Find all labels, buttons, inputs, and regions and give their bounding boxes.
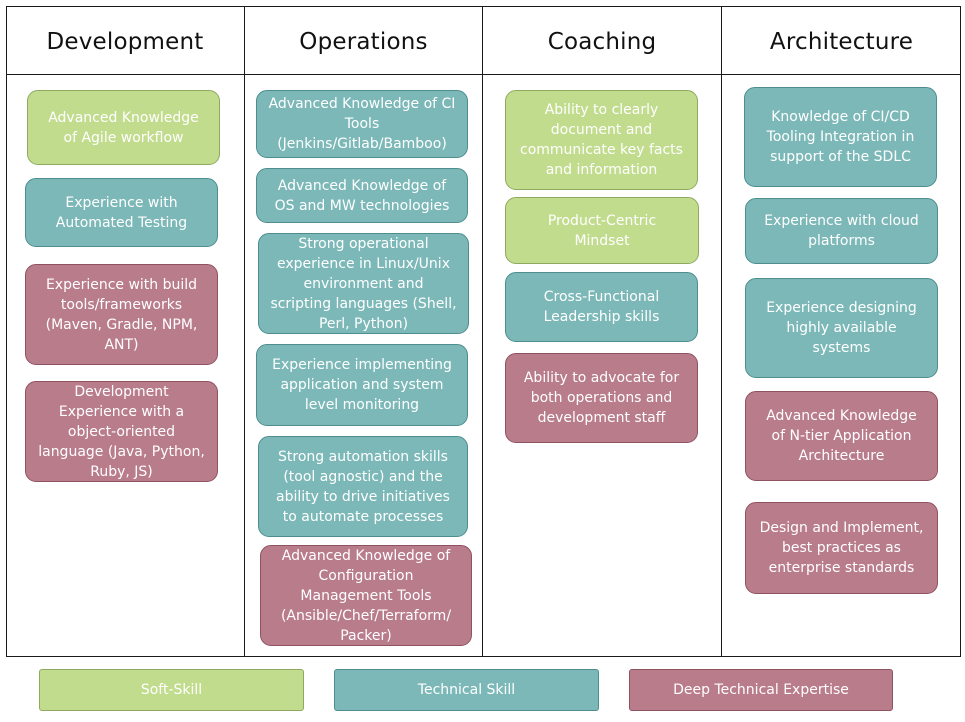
- column-header-operations: Operations: [299, 29, 428, 55]
- skill-card: Cross-Functional Leadership skills: [505, 272, 698, 342]
- skill-card: Advanced Knowledge of CI Tools (Jenkins/…: [256, 90, 468, 158]
- column-divider: [721, 6, 722, 657]
- skill-card: Ability to advocate for both operations …: [505, 353, 698, 443]
- column-header-development: Development: [46, 29, 204, 55]
- skill-card: Advanced Knowledge of N-tier Application…: [745, 391, 938, 481]
- skill-card: Design and Implement, best practices as …: [745, 502, 938, 594]
- skill-card: Ability to clearly document and communic…: [505, 90, 698, 190]
- skill-card: Advanced Knowledge of OS and MW technolo…: [256, 168, 468, 223]
- skill-card: Product-Centric Mindset: [505, 197, 699, 264]
- column-header-architecture: Architecture: [769, 29, 914, 55]
- legend-technical-skill: Technical Skill: [334, 669, 599, 711]
- skill-card: Experience with cloud platforms: [745, 198, 938, 264]
- legend-soft-skill: Soft-Skill: [39, 669, 304, 711]
- skill-card: Experience with Automated Testing: [25, 178, 218, 247]
- skill-card: Knowledge of CI/CD Tooling Integration i…: [744, 87, 937, 187]
- header-divider: [6, 74, 961, 75]
- skill-card: Experience with build tools/frameworks (…: [25, 264, 218, 365]
- skill-card: Advanced Knowledge of Configuration Mana…: [260, 545, 472, 646]
- column-header-coaching: Coaching: [547, 29, 657, 55]
- legend-deep-technical-expertise: Deep Technical Expertise: [629, 669, 893, 711]
- skill-card: Strong automation skills (tool agnostic)…: [258, 436, 468, 537]
- skill-card: Experience implementing application and …: [256, 344, 468, 426]
- skill-card: Experience designing highly available sy…: [745, 278, 938, 378]
- column-divider: [244, 6, 245, 657]
- skill-card: Development Experience with a object-ori…: [25, 381, 218, 482]
- skill-card: Strong operational experience in Linux/U…: [258, 233, 469, 334]
- column-divider: [482, 6, 483, 657]
- skill-card: Advanced Knowledge of Agile workflow: [27, 90, 220, 165]
